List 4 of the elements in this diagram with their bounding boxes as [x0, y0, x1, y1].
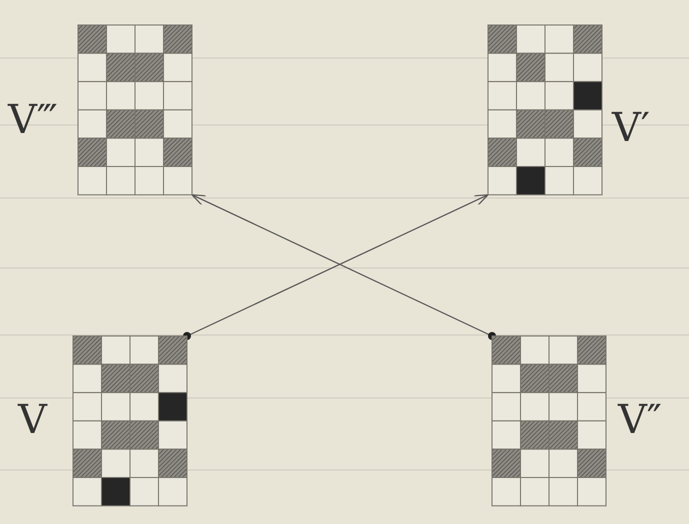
grid-label: V‴	[8, 100, 58, 140]
grid-label: V′	[612, 108, 650, 148]
grid-label: V″	[618, 400, 662, 440]
grid-label: V	[18, 400, 47, 440]
